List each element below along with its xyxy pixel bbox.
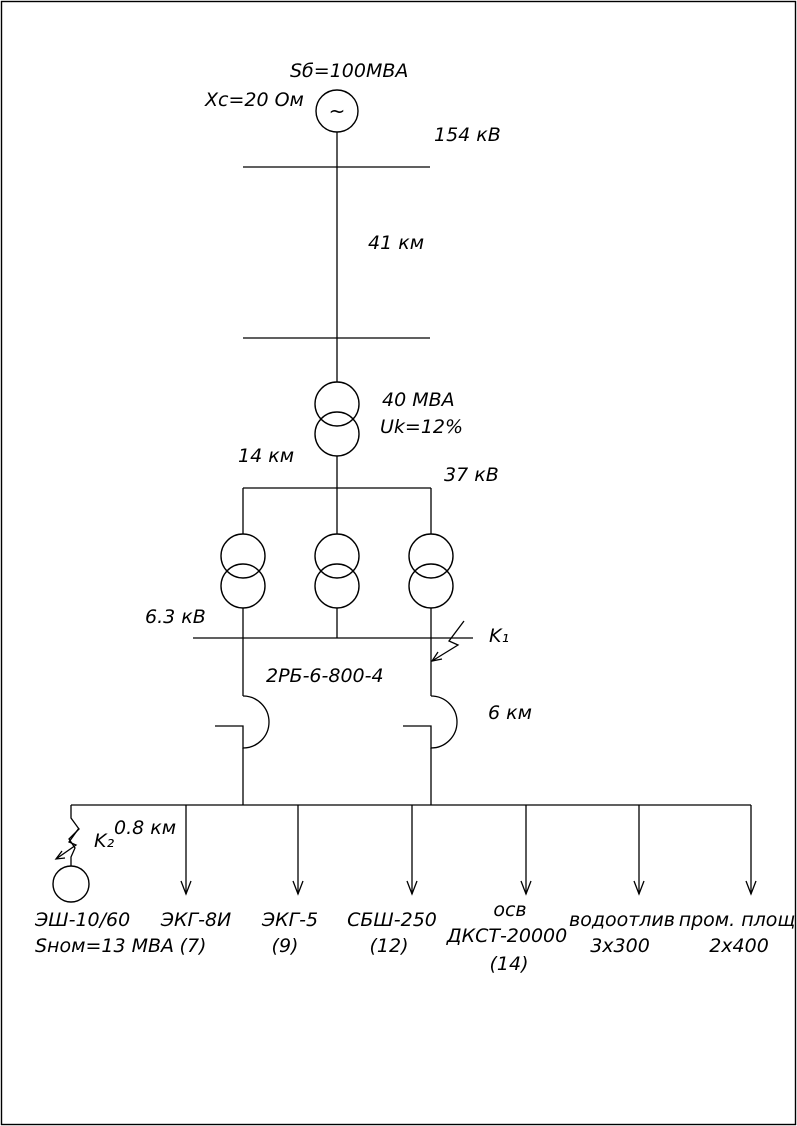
svg-text:СБШ-250: СБШ-250 [347,909,437,931]
svg-text:Sном=13 МВА: Sном=13 МВА [35,935,174,957]
svg-text:3х300: 3х300 [590,935,650,957]
excavator-cable-length-label: 0.8 км [114,817,176,839]
svg-text:(7): (7) [180,935,207,957]
svg-text:2х400: 2х400 [709,935,769,957]
substation-transformer-left [220,533,266,609]
load-feeder-ekg8i [180,805,192,896]
transformer-power-label: 40 МВА [382,389,455,411]
svg-text:ЭКГ-5: ЭКГ-5 [261,909,318,931]
load-feeder-drainage [633,805,645,896]
svg-text:ДКСТ-20000: ДКСТ-20000 [446,925,568,947]
svg-text:пром. площ: пром. площ [679,909,796,931]
fault-k2-icon [54,827,80,860]
fault-k1-icon [430,620,465,662]
hv-bus-voltage-label: 154 кВ [434,124,501,146]
svg-text:осв: осв [493,899,526,921]
substation-transformer-middle [314,533,360,609]
reactor-left [215,695,270,749]
svg-text:водоотлив: водоотлив [569,909,675,931]
mv-bus-voltage-label: 37 кВ [444,464,499,486]
load-label-esh: ЭШ-10/60 Sном=13 МВА [34,909,174,957]
reactor-right [403,695,458,749]
svg-text:ЭШ-10/60: ЭШ-10/60 [34,909,130,931]
load-feeder-ekg5 [292,805,304,896]
excavator-esh-branch [52,805,90,903]
lv-line-length-label: 6 км [488,702,532,724]
main-transformer [314,381,360,457]
svg-text:(14): (14) [489,953,528,975]
load-label-drainage: водоотлив 3х300 [569,909,675,957]
power-source: ~ [315,89,359,133]
svg-text:ЭКГ-8И: ЭКГ-8И [160,909,232,931]
svg-text:(12): (12) [369,935,408,957]
load-label-industrial-site: пром. площ 2х400 [679,909,796,957]
load-label-ekg5: ЭКГ-5 (9) [261,909,318,957]
reactor-type-label: 2РБ-6-800-4 [266,665,384,687]
source-power-label: Sб=100МВА [290,60,408,82]
generator-tilde-icon: ~ [329,99,346,123]
load-label-sbsh250: СБШ-250 (12) [347,909,437,957]
fault-k1-label: K₁ [489,625,509,647]
load-feeder-lighting [520,805,532,896]
load-feeder-industrial-site [745,805,757,896]
substation-transformer-right [408,533,454,609]
hv-line-length-label: 41 км [368,232,424,254]
load-feeder-sbsh250 [406,805,418,896]
source-reactance-label: Xc=20 Ом [204,89,304,111]
transformer-uk-label: Uk=12% [380,416,463,438]
load-label-ekg8i: ЭКГ-8И (7) [160,909,232,957]
load-label-lighting: осв ДКСТ-20000 (14) [446,899,568,975]
fault-k2-label: K₂ [94,830,114,852]
motor-symbol [52,865,90,903]
mv-line-length-label: 14 км [238,445,294,467]
svg-text:(9): (9) [272,935,299,957]
lv-bus-voltage-label: 6.3 кВ [145,606,206,628]
